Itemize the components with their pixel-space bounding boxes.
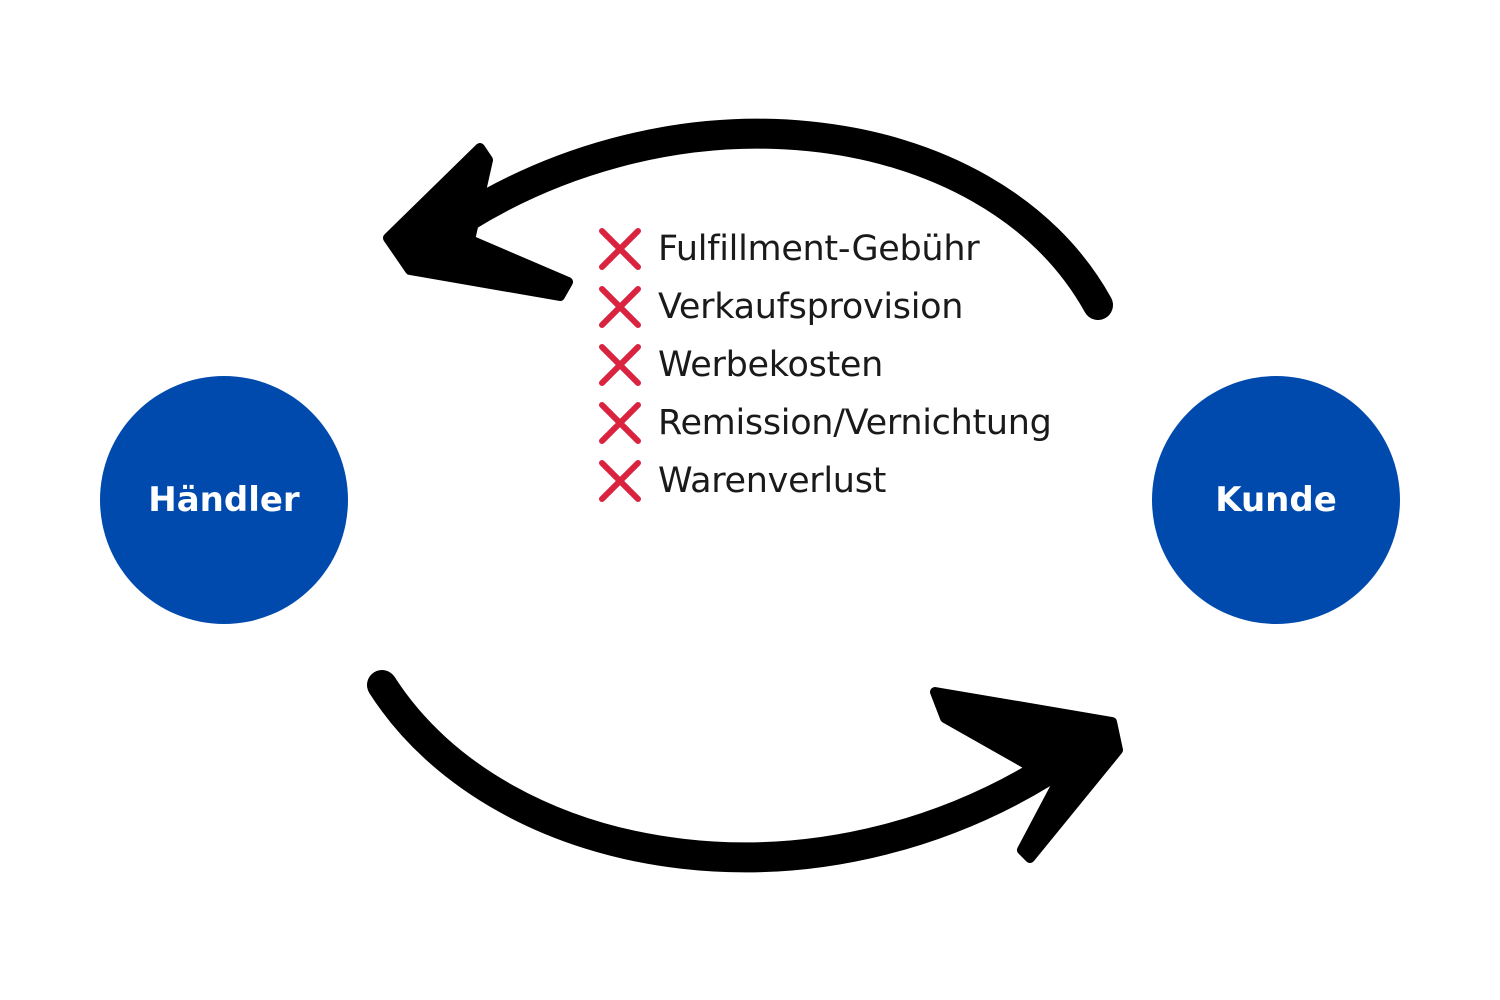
cost-item: Verkaufsprovision [596,278,1052,336]
cross-icon [599,228,641,270]
customer-label: Kunde [1215,480,1337,520]
cross-icon [599,344,641,386]
cost-item: Remission/Vernichtung [596,394,1052,452]
return-arrow-head [383,143,573,301]
delivery-arrow-head [930,687,1123,863]
delivery-arrow-shaft [367,670,1100,873]
cost-item: Warenverlust [596,452,1052,510]
return-arrow [383,118,1113,320]
cross-icon [599,286,641,328]
merchant-node: Händler [100,376,348,624]
cross-icon [599,402,641,444]
delivery-arrow [367,670,1123,873]
cross-icon [599,460,641,502]
cost-label: Remission/Vernichtung [658,403,1052,443]
merchant-label: Händler [148,480,300,520]
cost-list: Fulfillment-Gebühr Verkaufsprovision Wer… [596,220,1052,510]
cost-label: Werbekosten [658,345,884,385]
cost-label: Fulfillment-Gebühr [658,229,980,269]
return-arrow-shaft [410,118,1113,320]
cost-item: Fulfillment-Gebühr [596,220,1052,278]
customer-node: Kunde [1152,376,1400,624]
cost-label: Warenverlust [658,461,887,501]
cost-label: Verkaufsprovision [658,287,964,327]
cost-item: Werbekosten [596,336,1052,394]
